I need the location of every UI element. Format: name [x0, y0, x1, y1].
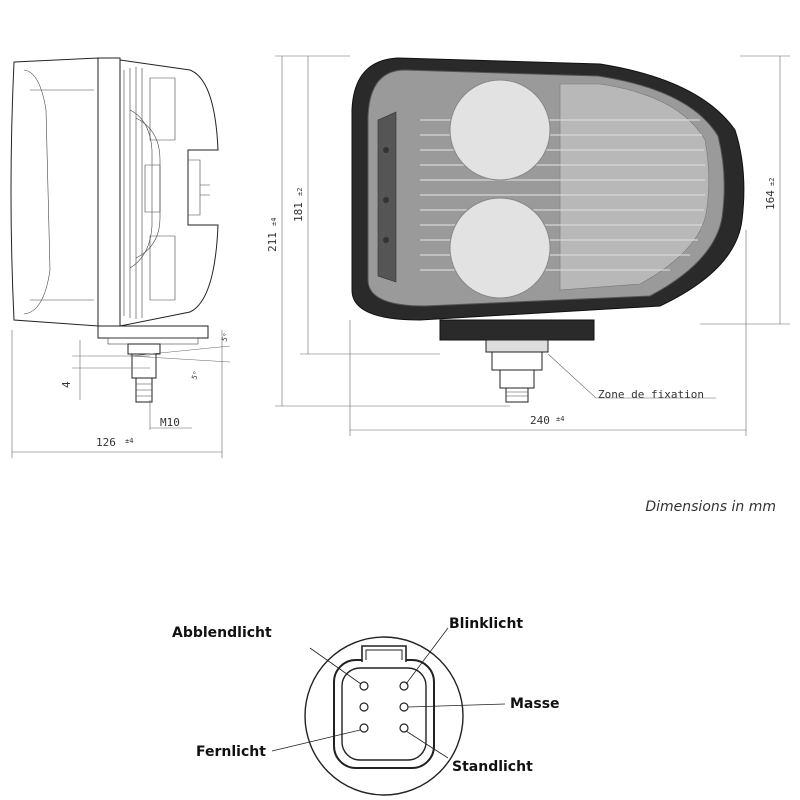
connector-body [333, 659, 435, 769]
height-body-tol: ±2 [296, 188, 304, 196]
mount-bracket [439, 319, 595, 341]
front-view: 211 ±4 181 ±2 164 ±2 240 ±4 Zone de fixa… [266, 55, 790, 436]
front-width-tol: ±4 [556, 415, 564, 423]
height-lens-tol: ±2 [768, 178, 776, 186]
height-total-dim: 211 [266, 232, 279, 252]
dimensions-note: Dimensions in mm [645, 499, 776, 515]
front-width-dim: 240 [530, 414, 550, 427]
pin-label-fernlicht: Fernlicht [196, 744, 266, 760]
angle-top-dim: 5° [220, 332, 230, 343]
pin-label-abblendlicht: Abblendlicht [172, 625, 272, 641]
height-lens-dim: 164 [764, 190, 777, 210]
pin-label-standlicht: Standlicht [452, 759, 533, 775]
high-beam-lens [449, 197, 551, 299]
pin-label-masse: Masse [510, 696, 560, 712]
pin-label-blinklicht: Blinklicht [449, 616, 523, 632]
offset-dim: 4 [60, 381, 73, 388]
fixation-zone-label: Zone de fixation [598, 388, 704, 401]
side-view: 126 ±4 M10 4 5° 5° [10, 57, 231, 458]
angle-bottom-dim: 5° [190, 370, 200, 381]
pin-leaders [271, 627, 506, 759]
side-width-tol: ±4 [125, 437, 133, 445]
side-width-dim: 126 [96, 436, 116, 449]
lens-ribs [420, 119, 705, 271]
thread-dim: M10 [160, 416, 180, 429]
height-body-dim: 181 [292, 202, 305, 222]
low-beam-lens [449, 79, 551, 181]
heatsink-fins [123, 67, 210, 319]
connector-pins [359, 681, 409, 733]
connector-diagram: Abblendlicht Blinklicht Masse Fernlicht … [172, 616, 560, 796]
height-total-tol: ±4 [270, 218, 278, 226]
